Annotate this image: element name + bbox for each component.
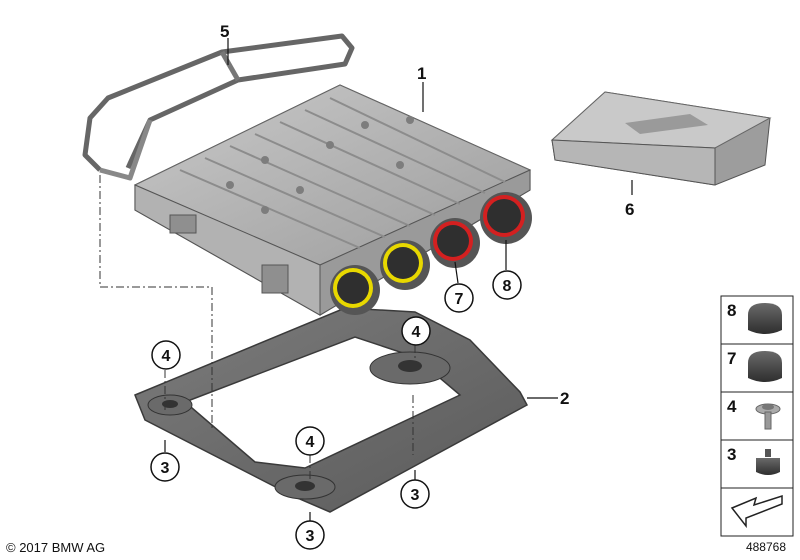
control-unit <box>133 84 532 316</box>
legend-label-4: 4 <box>727 397 737 416</box>
callout-3b: 3 <box>411 487 420 504</box>
callout-7: 7 <box>455 291 464 308</box>
bracket <box>82 33 355 181</box>
leader-lines <box>99 175 416 490</box>
callout-6: 6 <box>625 200 634 219</box>
callout-1: 1 <box>417 64 426 83</box>
mounting-tray <box>134 307 529 513</box>
legend-label-3: 3 <box>727 445 736 464</box>
callout-3a: 3 <box>161 460 170 477</box>
plug-yellow-2 <box>380 240 430 290</box>
callout-8: 8 <box>503 278 512 295</box>
callout-2: 2 <box>560 389 569 408</box>
plug-yellow-1 <box>330 265 380 315</box>
arrow-icon <box>730 494 783 529</box>
plug-red-1 <box>430 218 480 268</box>
callout-3c: 3 <box>306 528 315 545</box>
legend-label-7: 7 <box>727 349 736 368</box>
callout-4b: 4 <box>412 324 421 341</box>
connector-plugs <box>330 192 532 315</box>
cover-part <box>550 91 772 186</box>
callout-4a: 4 <box>162 348 171 365</box>
copyright-text: © 2017 BMW AG <box>6 540 106 555</box>
rubber-buffer-icon <box>756 449 780 475</box>
document-id: 488768 <box>745 540 786 554</box>
rubber-cap-icon <box>748 303 782 334</box>
flange-screw-icon <box>755 403 781 430</box>
callout-4c: 4 <box>306 434 315 451</box>
circled-callouts <box>150 270 522 550</box>
legend-label-8: 8 <box>727 301 736 320</box>
rubber-cap-icon <box>748 351 782 382</box>
legend-panel: 8 7 4 3 <box>720 295 794 537</box>
callout-5: 5 <box>220 22 229 41</box>
plug-red-2 <box>480 192 532 244</box>
